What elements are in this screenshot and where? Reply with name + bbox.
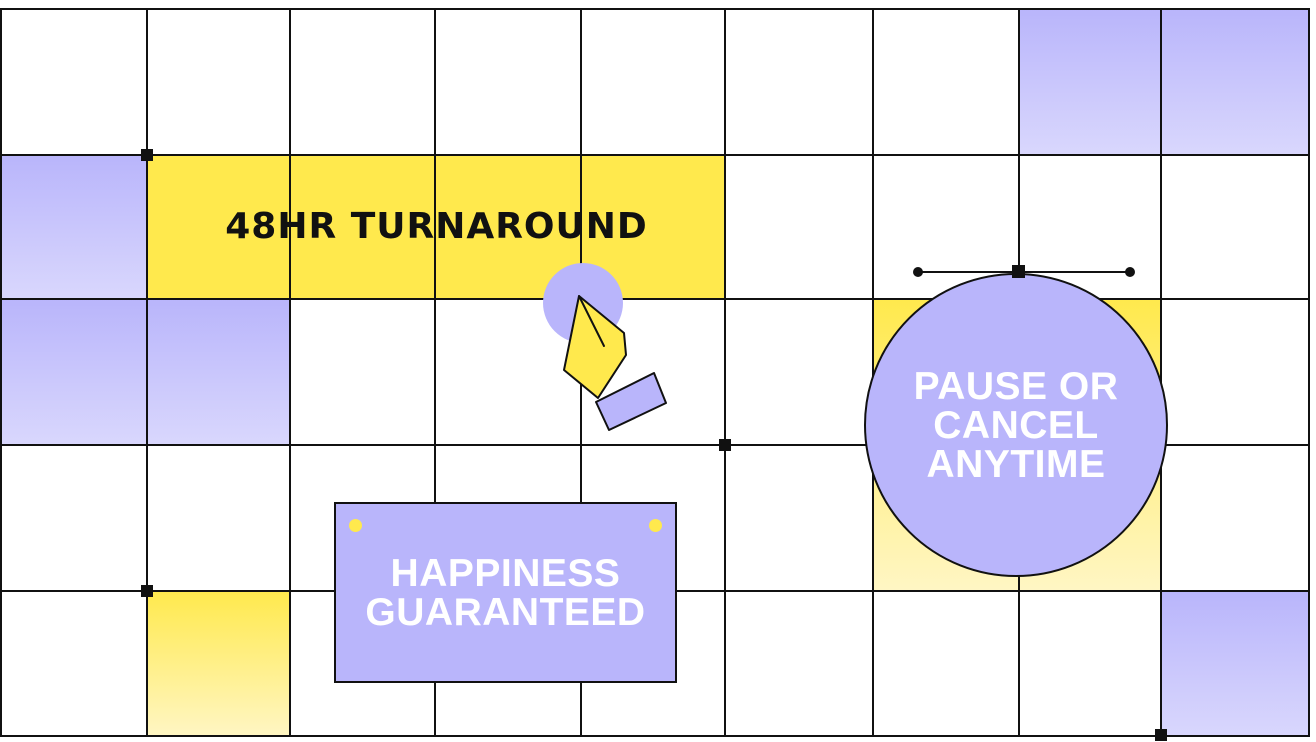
anchor-node [719, 439, 731, 451]
grid-line [1308, 8, 1310, 737]
handle-end-dot [913, 267, 923, 277]
grid-line [434, 8, 436, 737]
anchor-node [1155, 729, 1167, 741]
grid-line [0, 444, 1310, 446]
grid-line [1160, 8, 1162, 737]
turnaround-banner: 48HR TURNAROUND [148, 156, 725, 298]
turnaround-text: 48HR TURNAROUND [225, 205, 648, 247]
handle-end-dot [1125, 267, 1135, 277]
lavender-cell [0, 299, 147, 445]
pin-dot [349, 519, 362, 532]
lavender-cell [1019, 9, 1161, 155]
circle-line: PAUSE OR [913, 364, 1119, 408]
pin-dot [649, 519, 662, 532]
lavender-cell [1161, 591, 1309, 737]
lavender-cell [1161, 9, 1309, 155]
happiness-sign: HAPPINESS GUARANTEED [334, 502, 677, 683]
yellow-cell [147, 591, 290, 737]
grid-line [146, 8, 148, 737]
handle-anchor-node [1012, 265, 1025, 278]
anchor-node [141, 149, 153, 161]
circle-line: ANYTIME [926, 442, 1106, 486]
anchor-node [141, 585, 153, 597]
grid-line [724, 8, 726, 737]
grid-line [289, 8, 291, 737]
circle-line: CANCEL [933, 403, 1099, 447]
grid-line [0, 154, 1310, 156]
sign-line: GUARANTEED [365, 590, 646, 634]
grid-line [0, 8, 2, 737]
lavender-cell [147, 299, 290, 445]
lavender-cell [0, 155, 147, 299]
grid-line [0, 735, 1310, 737]
grid-line [0, 298, 1310, 300]
sign-line: HAPPINESS [390, 551, 621, 595]
grid-line [0, 8, 1310, 10]
pause-cancel-circle: PAUSE OR CANCEL ANYTIME [864, 273, 1168, 577]
